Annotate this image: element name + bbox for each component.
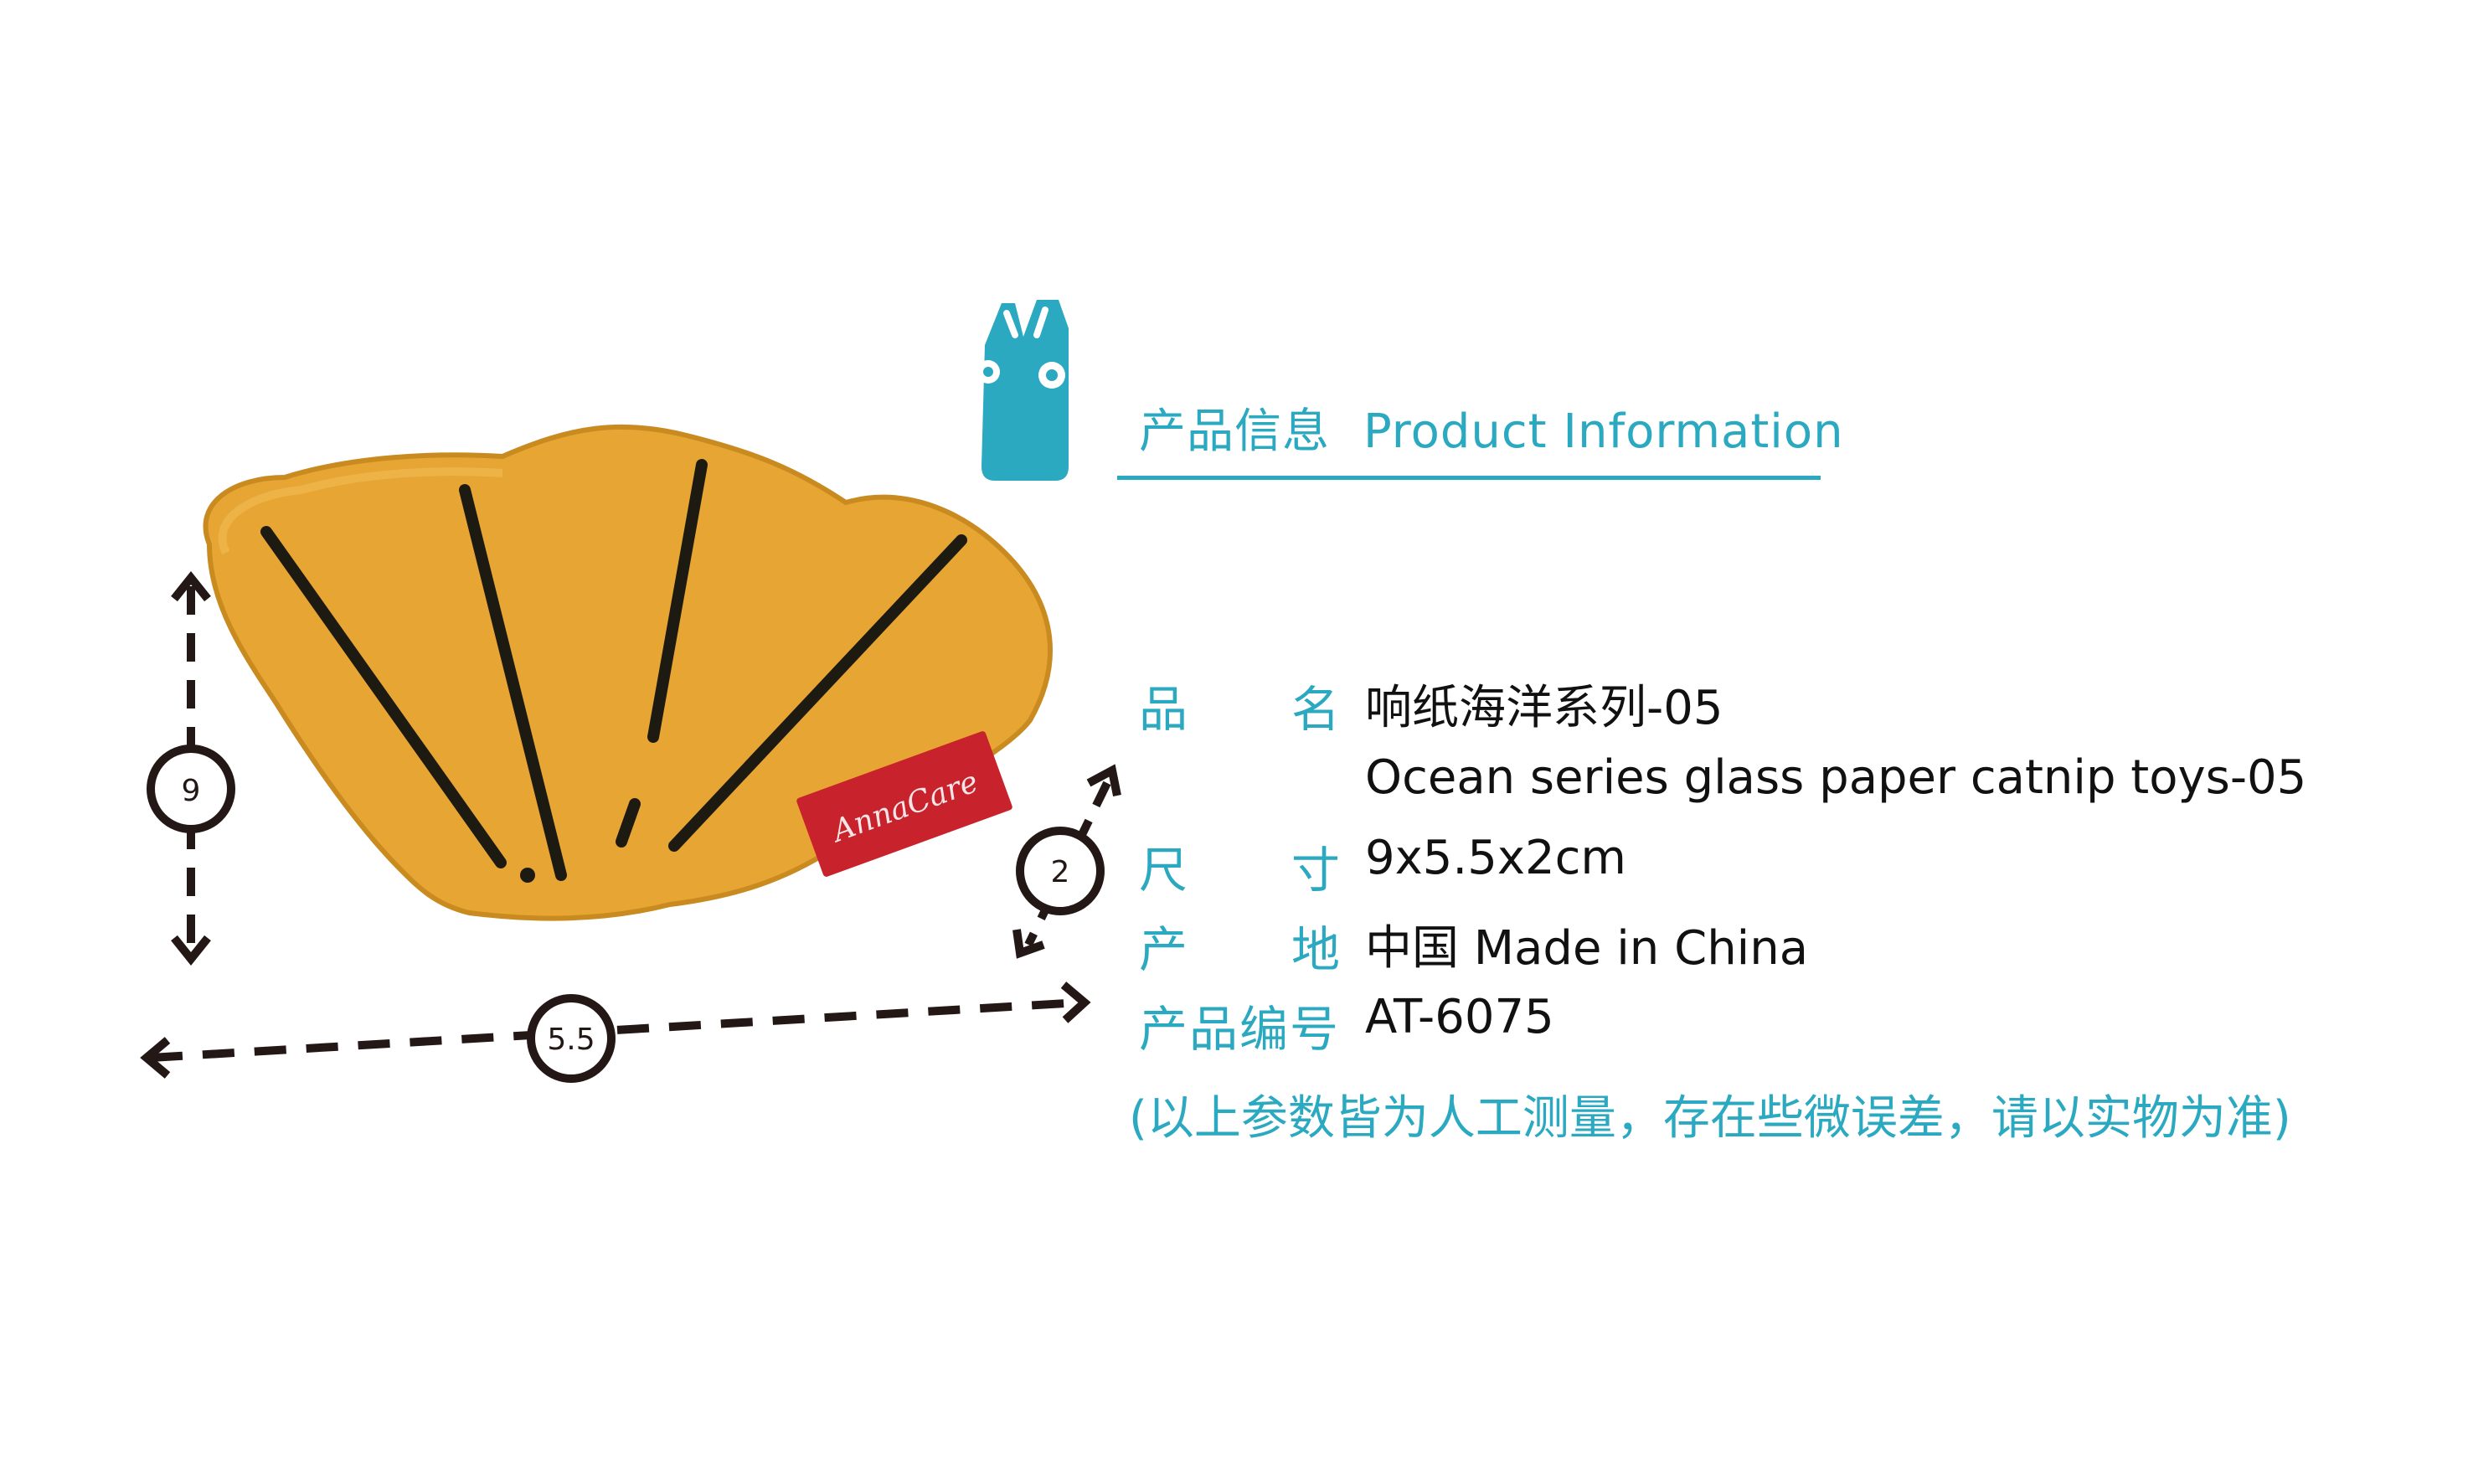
code-label: 产品编号 [1139, 1001, 1341, 1058]
name-value-en: Ocean series glass paper catnip toys-05 [1365, 750, 2307, 805]
height-label: 9 [182, 774, 201, 808]
measurement-note: (以上参数皆为人工测量，存在些微误差，请以实物为准) [1129, 1091, 2291, 1146]
width-marker [140, 982, 1091, 1083]
size-label: 尺寸 [1139, 842, 1340, 899]
origin-label: 产地 [1139, 921, 1340, 978]
origin-value: 中国 Made in China [1365, 921, 1809, 976]
shell-toy-image [203, 424, 1053, 921]
name-label: 品名 [1139, 681, 1340, 738]
section-title: 产品信息 Product Information [1139, 394, 1844, 461]
depth-label: 2 [1051, 855, 1070, 889]
height-marker [147, 570, 235, 966]
section-title-zh: 产品信息 [1139, 404, 1330, 459]
depth-marker [1012, 764, 1121, 959]
title-underline [1117, 476, 1821, 480]
name-value-zh: 响纸海洋系列-05 [1365, 681, 1723, 735]
brand-logo [976, 300, 1069, 481]
width-label: 5.5 [547, 1023, 595, 1057]
product-figure: AnnaCare 9 5.5 2 [140, 424, 1121, 1083]
section-title-en: Product Information [1363, 404, 1844, 459]
code-value: AT-6075 [1365, 990, 1554, 1044]
size-value: 9x5.5x2cm [1365, 831, 1626, 885]
